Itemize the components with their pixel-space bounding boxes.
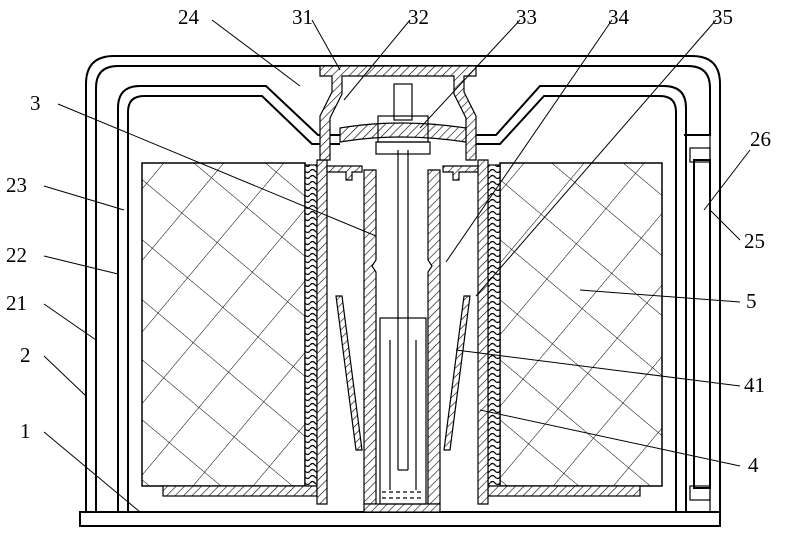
shaft-collar xyxy=(376,142,430,154)
label-1: 1 xyxy=(20,419,31,443)
right-coil xyxy=(488,165,500,486)
left-guide-wedge xyxy=(336,296,362,450)
fan-blade xyxy=(340,123,466,142)
inner-cylinder-left xyxy=(364,170,376,504)
liquid-surface xyxy=(382,492,424,498)
label-35: 35 xyxy=(712,5,733,29)
label-5: 5 xyxy=(746,289,757,313)
side-panel xyxy=(694,160,710,488)
label-23: 23 xyxy=(6,173,27,197)
label-25: 25 xyxy=(744,229,765,253)
right-core-block xyxy=(500,163,662,486)
right-tube-wall xyxy=(478,160,488,504)
inner-cylinder-right xyxy=(428,170,440,504)
inner-cylinder-bottom xyxy=(364,504,440,512)
right-tray xyxy=(488,486,640,496)
base-plate xyxy=(80,512,720,526)
label-21: 21 xyxy=(6,291,27,315)
left-flange xyxy=(327,166,362,180)
right-flange xyxy=(443,166,478,180)
left-core-block xyxy=(142,163,305,486)
label-33: 33 xyxy=(516,5,537,29)
label-4: 4 xyxy=(748,453,759,477)
label-32: 32 xyxy=(408,5,429,29)
liquid-chamber xyxy=(380,318,426,504)
top-cap xyxy=(320,66,476,160)
label-24: 24 xyxy=(178,5,200,29)
label-41: 41 xyxy=(744,373,765,397)
motor-shaft-housing xyxy=(394,84,412,120)
label-26: 26 xyxy=(750,127,771,151)
right-guide-wedge xyxy=(444,296,470,450)
label-22: 22 xyxy=(6,243,27,267)
label-31: 31 xyxy=(292,5,313,29)
label-34: 34 xyxy=(608,5,630,29)
label-2: 2 xyxy=(20,343,31,367)
label-3: 3 xyxy=(30,91,41,115)
left-tray xyxy=(163,486,317,496)
left-coil xyxy=(305,165,317,486)
